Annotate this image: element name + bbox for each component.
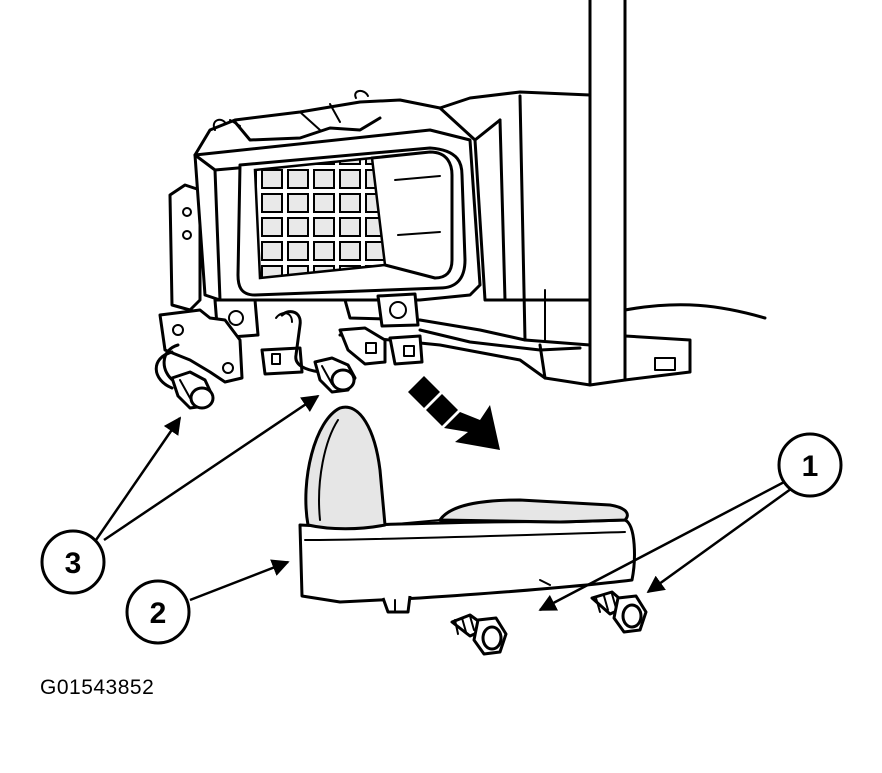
leader-lines [94,394,796,612]
callout-3-label: 3 [65,547,82,580]
callout-1-label: 1 [802,450,819,483]
callout-2: 2 [125,579,191,645]
callout-1: 1 [777,432,843,498]
bulb-socket-left [154,343,215,410]
bolt-icon [590,590,648,634]
callout-2-label: 2 [150,597,167,630]
vent-housing [158,128,482,384]
callout-3: 3 [40,529,106,595]
trim-panel [298,405,636,614]
figure-id-label: G01543852 [40,676,155,699]
arrow-down-right-icon [408,376,500,450]
bulb-socket-right [275,310,357,394]
bolt-icon [450,613,508,656]
